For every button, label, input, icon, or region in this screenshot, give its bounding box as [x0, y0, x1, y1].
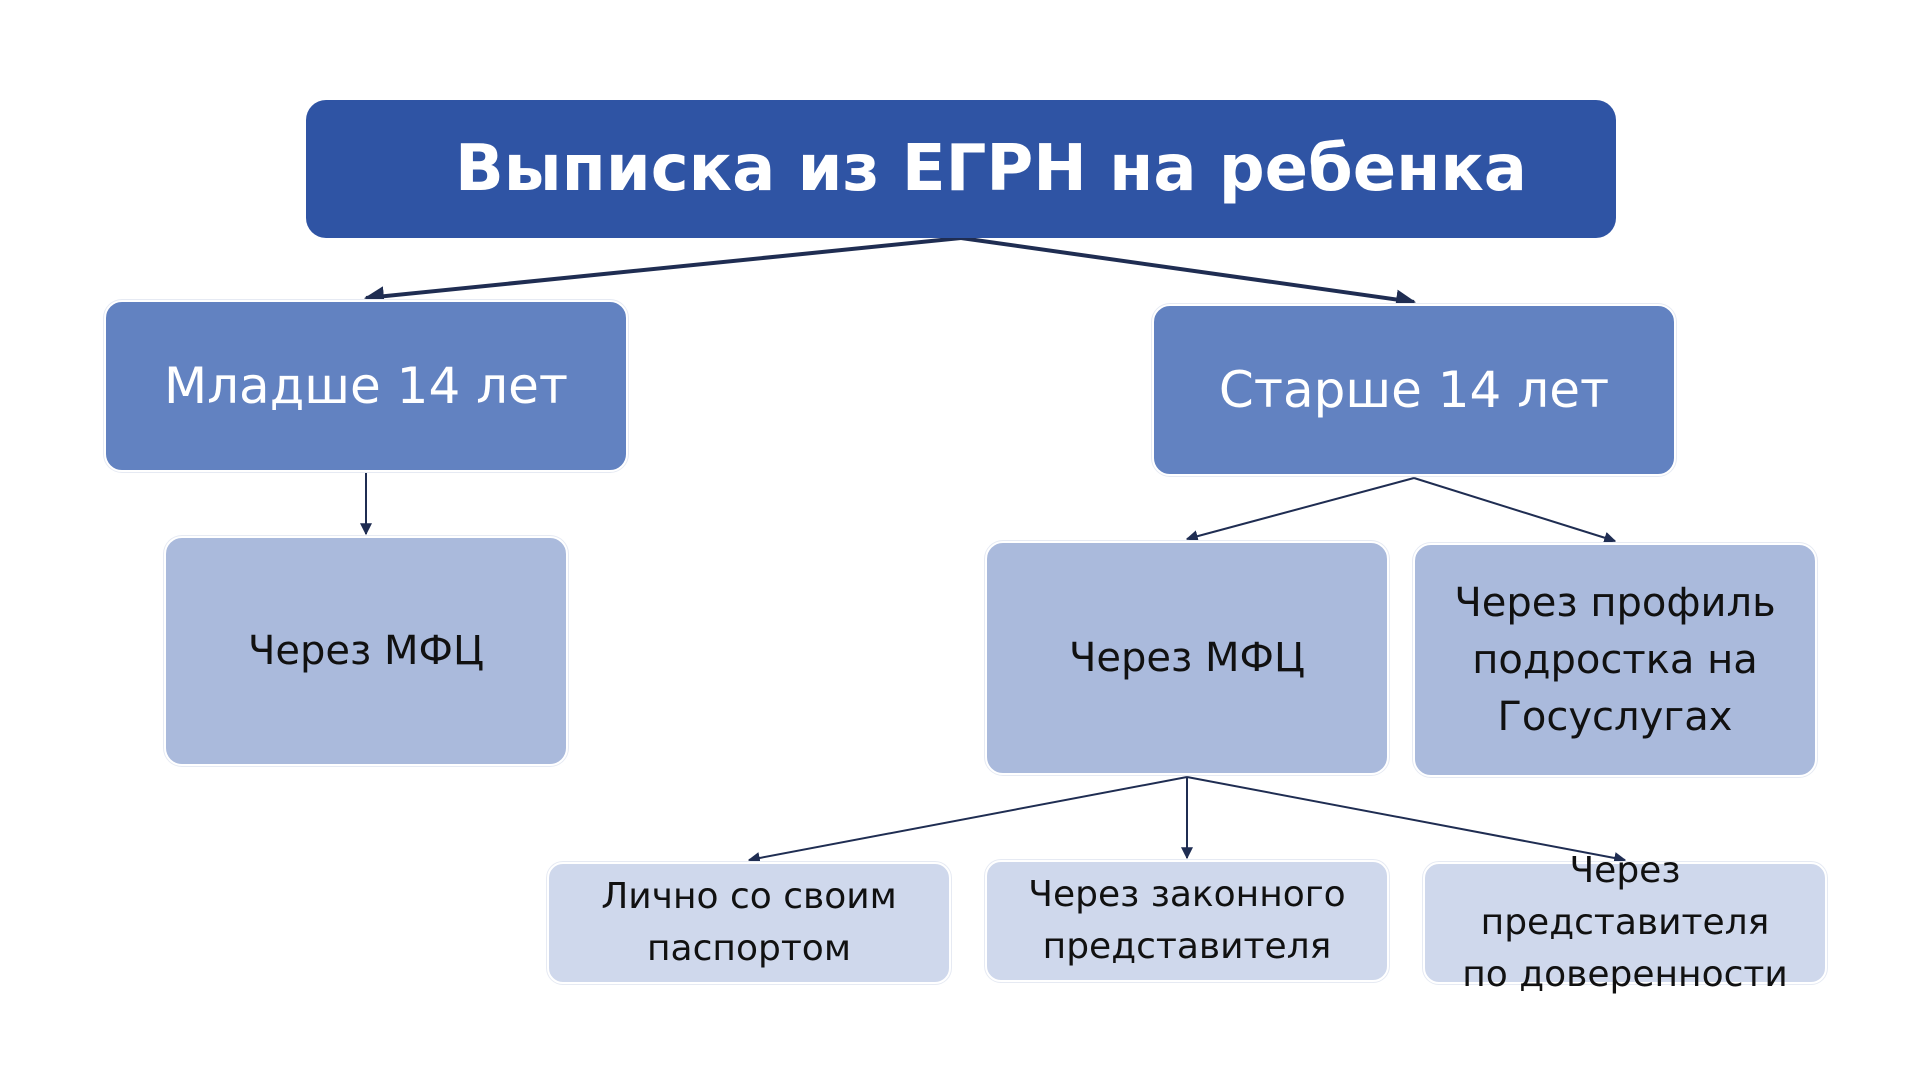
under14-label: Младше 14 лет — [163, 357, 569, 415]
arrow-title-to-under14 — [364, 236, 962, 307]
arrow-mfc-to-proxy-rep — [1186, 776, 1627, 864]
proxy-representative-label: Через представителя по доверенности — [1462, 850, 1788, 995]
gosuslugi-label: Через профиль подростка на Госуслугах — [1454, 579, 1776, 740]
arrow-over14-to-mfc — [1185, 477, 1415, 542]
arrow-title-to-over14 — [960, 236, 1416, 310]
under14-mfc-box: Через МФЦ — [164, 536, 568, 766]
under14-mfc-label: Через МФЦ — [247, 627, 484, 674]
personal-passport-box: Лично со своим паспортом — [547, 862, 951, 984]
gosuslugi-box: Через профиль подростка на Госуслугах — [1413, 543, 1817, 777]
legal-representative-box: Через законного представителя — [985, 860, 1389, 982]
proxy-representative-box: Через представителя по доверенности — [1423, 850, 1827, 995]
over14-box: Старше 14 лет — [1152, 304, 1676, 476]
over14-mfc-box: Через МФЦ — [985, 541, 1389, 775]
over14-mfc-label: Через МФЦ — [1068, 634, 1305, 681]
title-box: Выписка из ЕГРН на ребенка — [306, 100, 1616, 238]
over14-label: Старше 14 лет — [1218, 361, 1610, 419]
arrow-over14-to-gosuslugi — [1413, 477, 1617, 544]
legal-representative-label: Через законного представителя — [1028, 874, 1346, 967]
arrow-mfc-to-personal — [747, 776, 1188, 864]
diagram-title: Выписка из ЕГРН на ребенка — [455, 132, 1527, 206]
personal-passport-label: Лично со своим паспортом — [601, 876, 897, 969]
under14-box: Младше 14 лет — [104, 300, 628, 472]
